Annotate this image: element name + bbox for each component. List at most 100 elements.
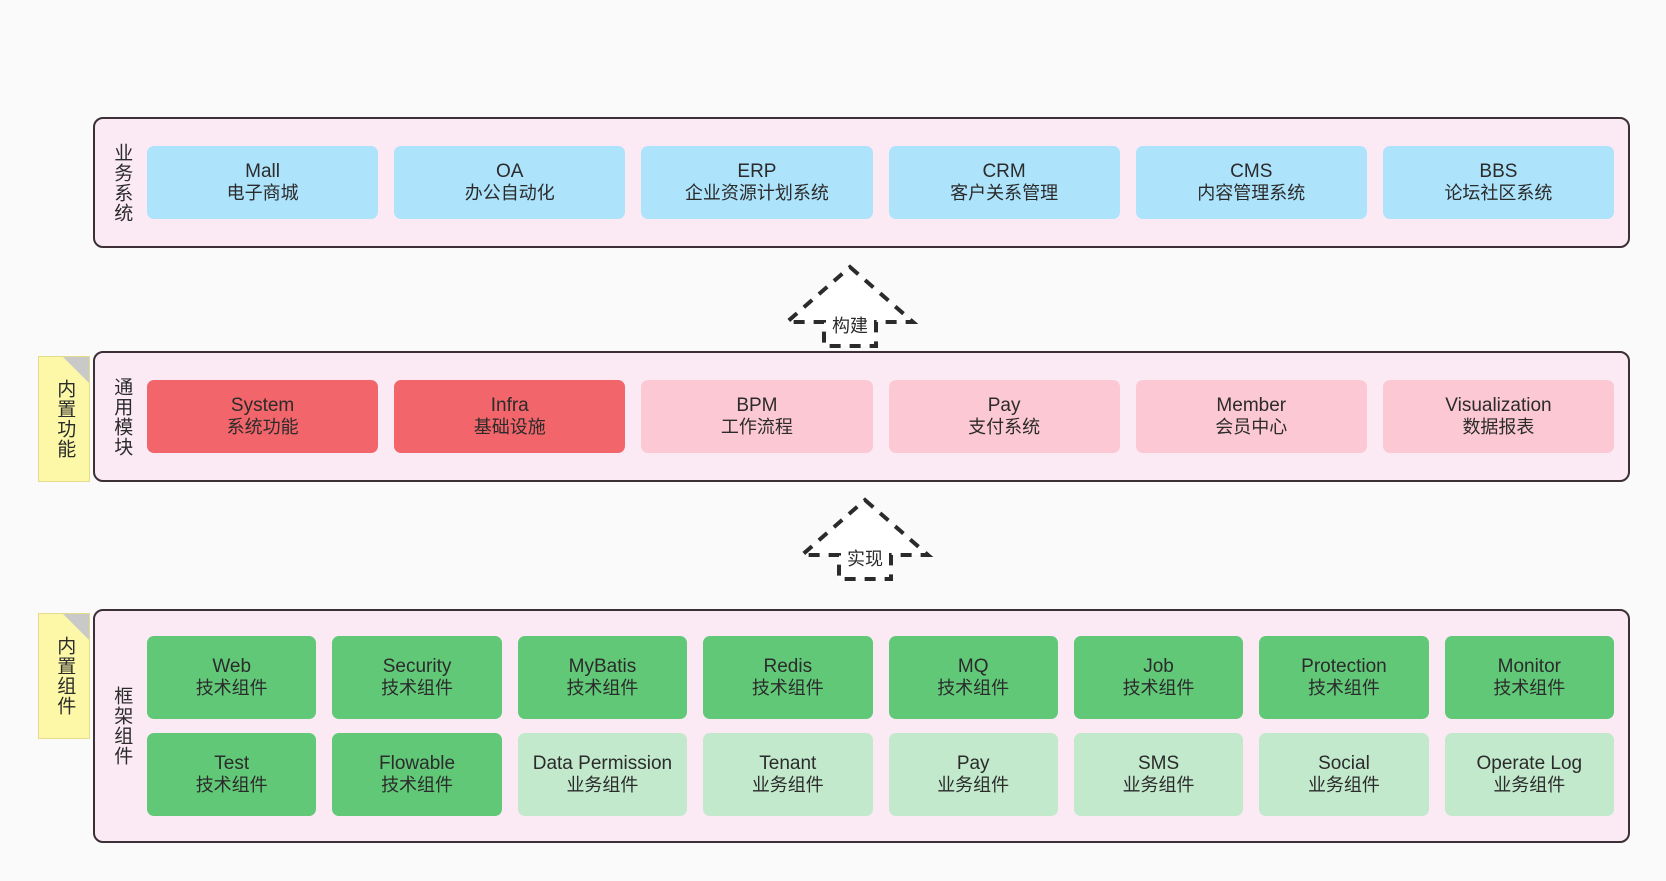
card-secondary-label: 数据报表	[1462, 417, 1535, 438]
card-secondary-label: 系统功能	[226, 417, 299, 438]
card-primary-label: System	[230, 394, 295, 416]
card-secondary-label: 基础设施	[473, 417, 546, 438]
connector-implement: 实现	[795, 495, 935, 583]
card-secondary-label: 企业资源计划系统	[684, 183, 829, 204]
connector-build-label: 构建	[832, 316, 868, 336]
card-secondary-label: 电子商城	[226, 183, 299, 204]
card-secondary-label: 技术组件	[195, 775, 268, 796]
card-secondary-label: 业务组件	[1493, 775, 1566, 796]
card-primary-label: MyBatis	[568, 655, 637, 677]
card-primary-label: Visualization	[1445, 394, 1552, 416]
card-secondary-label: 工作流程	[720, 417, 793, 438]
card-primary-label: Operate Log	[1476, 752, 1583, 774]
card-primary-label: Pay	[987, 394, 1021, 416]
card-primary-label: Test	[214, 752, 250, 774]
card-secondary-label: 技术组件	[381, 775, 454, 796]
card-primary-label: SMS	[1137, 752, 1180, 774]
card-primary-label: Flowable	[379, 752, 456, 774]
card-primary-label: Member	[1216, 394, 1287, 416]
card-secondary-label: 业务组件	[937, 775, 1010, 796]
card-primary-label: Redis	[763, 655, 813, 677]
card-primary-label: Pay	[956, 752, 990, 774]
card-primary-label: Protection	[1301, 655, 1387, 677]
card-primary-label: Monitor	[1497, 655, 1561, 677]
card-primary-label: OA	[496, 160, 524, 182]
card-secondary-label: 技术组件	[751, 678, 824, 699]
card-primary-label: Tenant	[759, 752, 817, 774]
note-builtin-features: 内置功能	[38, 356, 90, 482]
card-secondary-label: 业务组件	[1122, 775, 1195, 796]
card-secondary-label: 支付系统	[968, 417, 1041, 438]
implement-arrow-icon	[796, 497, 934, 581]
card-secondary-label: 论坛社区系统	[1444, 183, 1553, 204]
card-secondary-label: 技术组件	[1493, 678, 1566, 699]
card-secondary-label: 业务组件	[566, 775, 639, 796]
note-fold-corner-icon	[63, 614, 89, 640]
card-secondary-label: 会员中心	[1215, 417, 1288, 438]
card-primary-label: MQ	[957, 655, 989, 677]
card-secondary-label: 技术组件	[195, 678, 268, 699]
note-builtin-features-label: 内置功能	[54, 379, 76, 459]
card-secondary-label: 技术组件	[1122, 678, 1195, 699]
card-primary-label: Job	[1143, 655, 1174, 677]
card-primary-label: BBS	[1479, 160, 1518, 182]
layer-title-business-systems: 业务系统	[111, 142, 133, 223]
connector-build: 构建	[780, 262, 920, 350]
card-secondary-label: 客户关系管理	[950, 183, 1059, 204]
card-primary-label: Security	[382, 655, 452, 677]
card-primary-label: Data Permission	[532, 752, 673, 774]
card-primary-label: Social	[1318, 752, 1370, 774]
layer-title-framework-components: 框架组件	[111, 686, 133, 766]
card-secondary-label: 业务组件	[751, 775, 824, 796]
card-secondary-label: 技术组件	[937, 678, 1010, 699]
layer-title-common-modules: 通用模块	[111, 376, 133, 457]
card-secondary-label: 技术组件	[1307, 678, 1380, 699]
connector-implement-label: 实现	[847, 549, 883, 569]
card-secondary-label: 内容管理系统	[1197, 183, 1306, 204]
card-primary-label: CMS	[1230, 160, 1273, 182]
note-fold-corner-icon	[63, 357, 89, 383]
card-primary-label: Mall	[245, 160, 280, 182]
card-primary-label: ERP	[737, 160, 777, 182]
card-secondary-label: 技术组件	[566, 678, 639, 699]
card-secondary-label: 技术组件	[381, 678, 454, 699]
